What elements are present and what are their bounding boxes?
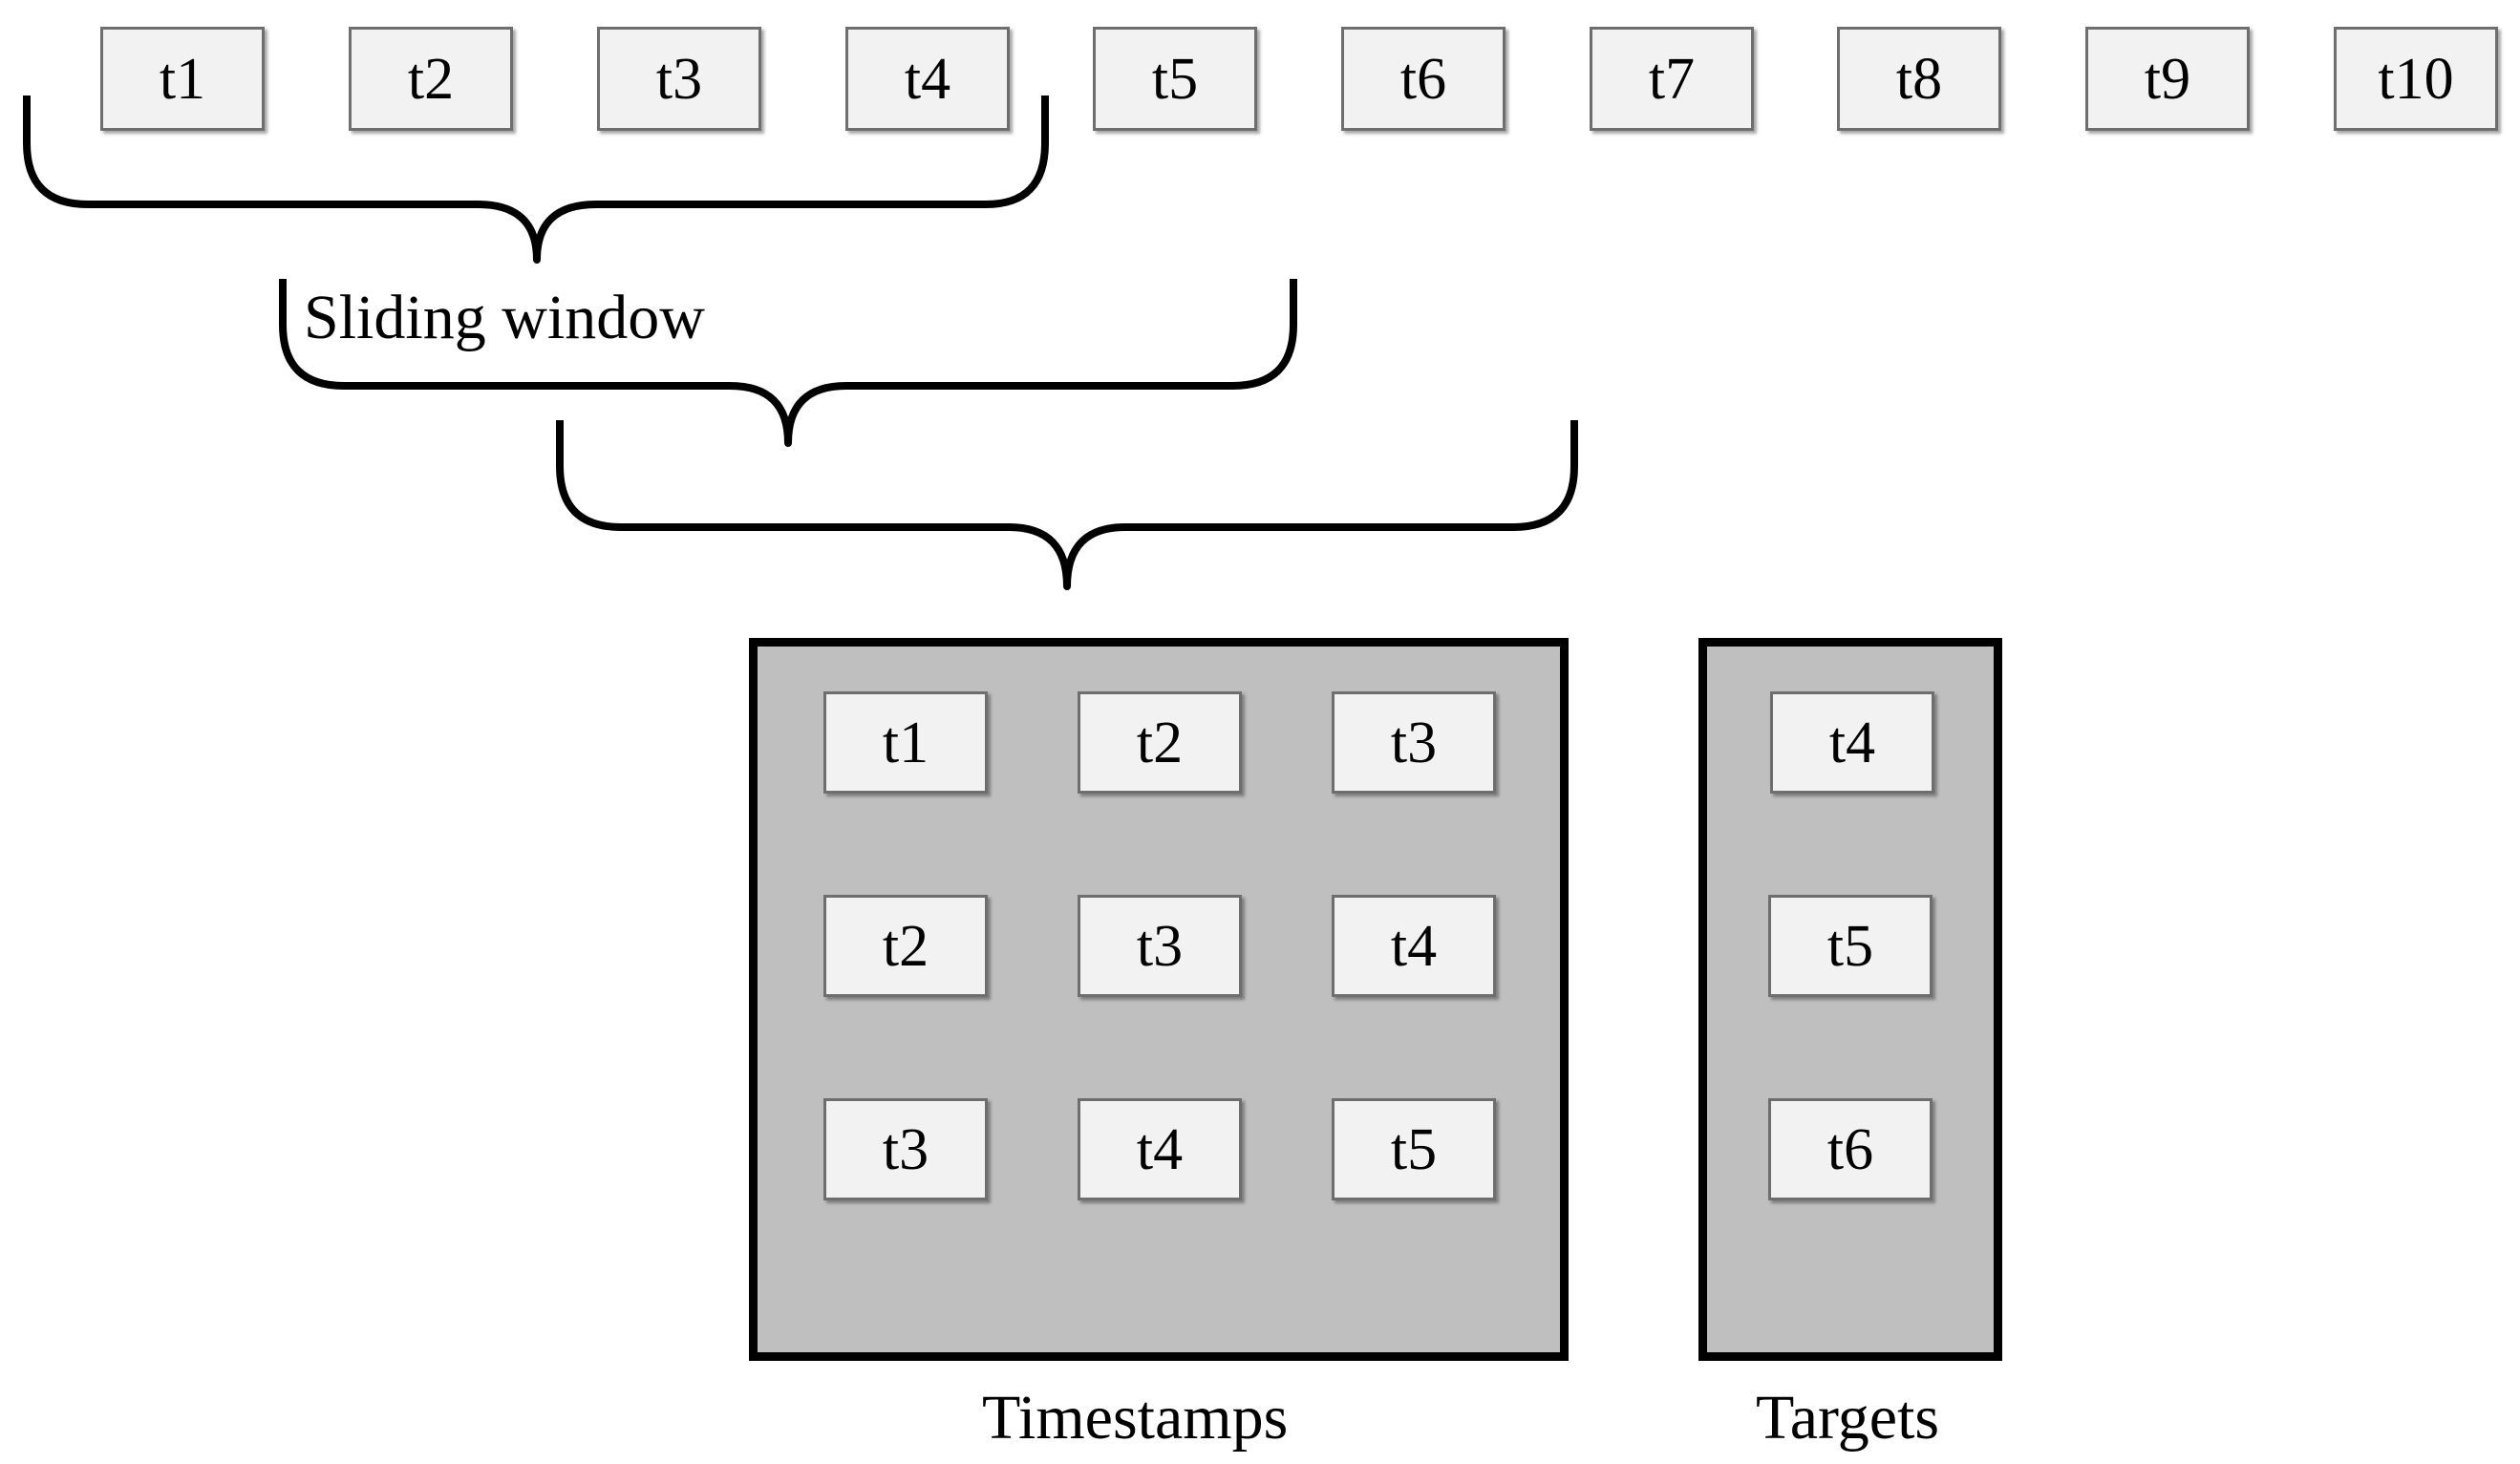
sequence-box-9: t9 — [2085, 27, 2250, 131]
timestamp-cell: t5 — [1332, 1098, 1496, 1200]
window-brace-1 — [23, 95, 1049, 264]
sequence-box-10: t10 — [2334, 27, 2498, 131]
sequence-box-3: t3 — [597, 27, 761, 131]
timestamp-cell: t1 — [823, 691, 988, 794]
sequence-box-5: t5 — [1093, 27, 1257, 131]
target-cell: t4 — [1770, 691, 1934, 794]
timestamp-cell: t4 — [1332, 895, 1496, 997]
sequence-box-1: t1 — [100, 27, 265, 131]
sequence-box-4: t4 — [845, 27, 1010, 131]
sliding-window-label: Sliding window — [304, 283, 705, 352]
target-cell: t6 — [1768, 1098, 1933, 1200]
timestamp-cell: t2 — [823, 895, 988, 997]
timestamps-label: Timestamps — [982, 1383, 1289, 1453]
timestamp-cell: t2 — [1078, 691, 1242, 794]
sequence-box-8: t8 — [1837, 27, 2001, 131]
target-cell: t5 — [1768, 895, 1933, 997]
timestamp-cell: t3 — [1332, 691, 1496, 794]
targets-label: Targets — [1756, 1383, 1940, 1453]
sequence-box-7: t7 — [1590, 27, 1754, 131]
sequence-box-6: t6 — [1341, 27, 1506, 131]
window-brace-3 — [556, 420, 1578, 590]
timestamp-cell: t3 — [1078, 895, 1242, 997]
timestamp-cell: t3 — [823, 1098, 988, 1200]
sequence-box-2: t2 — [349, 27, 513, 131]
window-brace-2 — [279, 279, 1297, 447]
timestamp-cell: t4 — [1078, 1098, 1242, 1200]
